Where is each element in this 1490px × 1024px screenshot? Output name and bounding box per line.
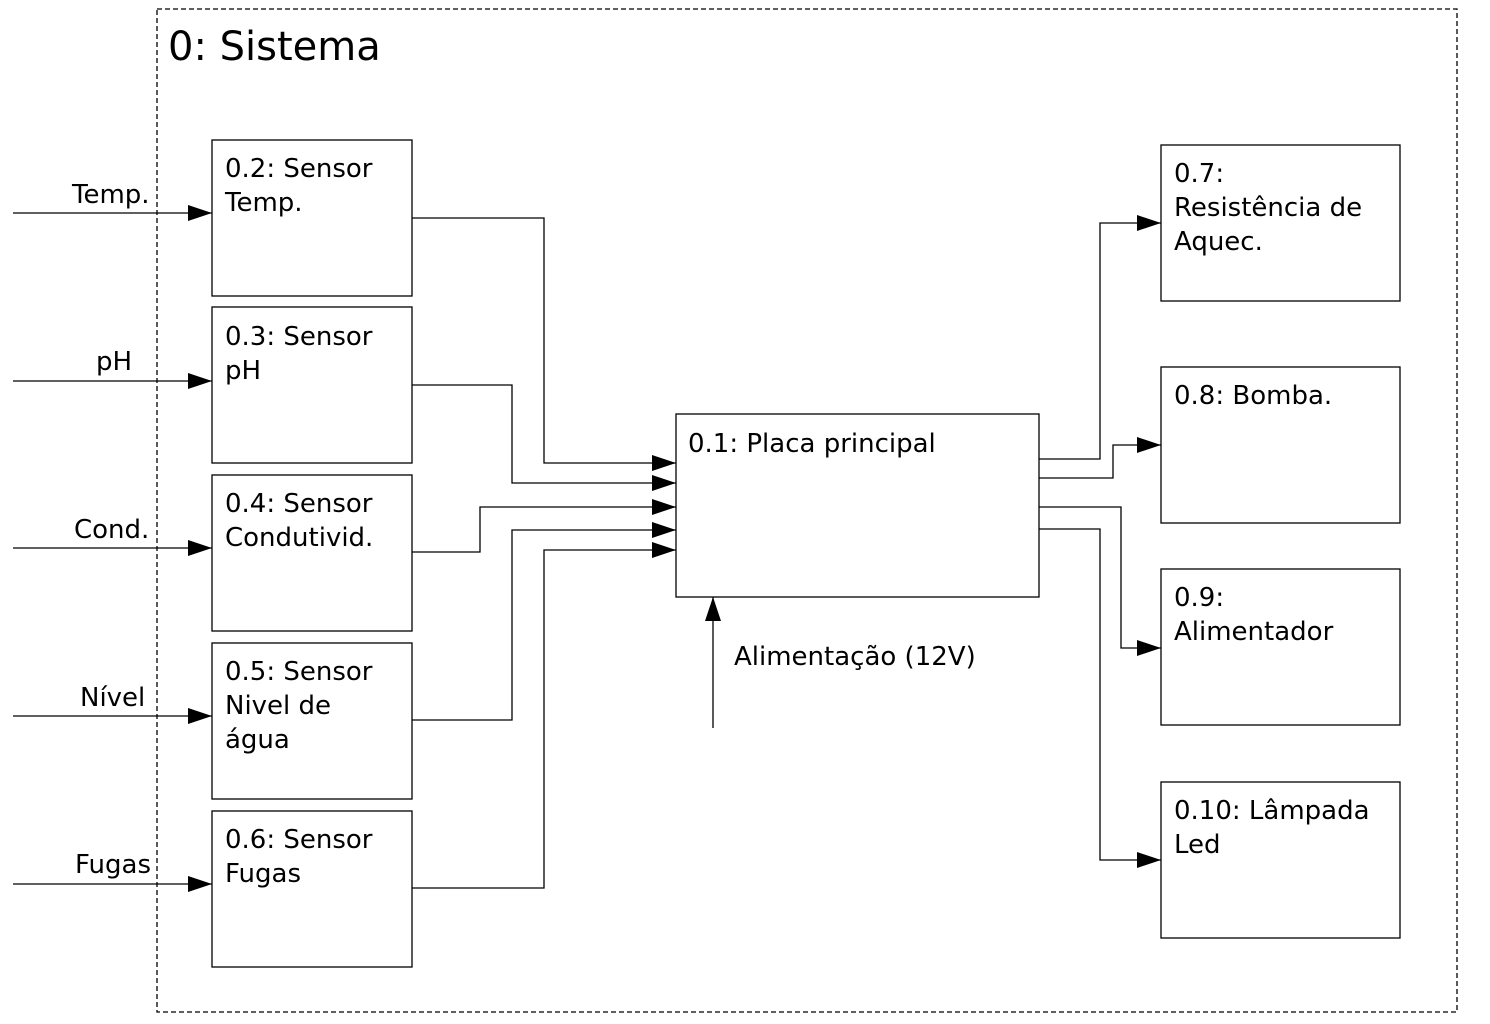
sensor-ph-line-2: pH <box>225 356 261 386</box>
svg-text:0.9: Alimentador: 0.9: Alimentador <box>1174 583 1334 647</box>
sensor-cond-line-2: Condutivid. <box>225 523 373 553</box>
link-ph-board <box>412 384 676 491</box>
svg-text:0.7: Resistência de: 0.7: Resistência de Aquec. <box>1174 159 1370 257</box>
output-pump-line-1: 0.8: Bomba. <box>1174 381 1332 411</box>
output-heater-line-1: 0.7: <box>1174 159 1224 189</box>
sensor-nivel-line-1: 0.5: Sensor <box>225 657 373 687</box>
link-temp-board <box>412 217 676 471</box>
sensor-nivel-box[interactable]: 0.5: Sensor Nivel de água <box>211 642 413 800</box>
svg-text:0.5: Sensor Nivel de: 0.5: Sensor Nivel de água <box>225 657 381 755</box>
main-board-line-1: 0.1: Placa principal <box>688 429 936 459</box>
link-board-heater <box>1039 215 1161 460</box>
power-label: Alimentação (12V) <box>734 642 976 672</box>
output-feeder-line-2: Alimentador <box>1174 617 1334 647</box>
main-board-box[interactable]: 0.1: Placa principal <box>675 413 1040 598</box>
system-boundary <box>156 8 1458 1013</box>
output-heater-line-2: Resistência de <box>1174 193 1362 223</box>
svg-text:0.1: Placa principal: 0.1: Placa principal <box>688 429 936 459</box>
input-label-temp: Temp. <box>71 180 150 210</box>
output-feeder-box[interactable]: 0.9: Alimentador <box>1160 568 1401 726</box>
sensor-nivel-line-2: Nivel de <box>225 691 331 721</box>
sensor-fugas-line-1: 0.6: Sensor <box>225 825 373 855</box>
svg-text:0.10: Lâmpada Led: 0.10: Lâmpada Led <box>1174 796 1378 860</box>
sensor-cond-line-1: 0.4: Sensor <box>225 489 373 519</box>
output-led-line-2: Led <box>1174 830 1221 860</box>
link-board-feeder <box>1039 506 1161 656</box>
link-board-led <box>1039 528 1161 868</box>
output-pump-box[interactable]: 0.8: Bomba. <box>1160 366 1401 524</box>
svg-text:0.4: Sensor Condutivid.: 0.4: Sensor Condutivid. <box>225 489 381 553</box>
svg-text:0.2: Sensor Temp.: 0.2: Sensor Temp. <box>224 154 381 218</box>
connector-layer <box>13 205 1161 892</box>
svg-text:0.6: Sensor Fugas: 0.6: Sensor Fugas <box>225 825 381 889</box>
sensor-cond-box[interactable]: 0.4: Sensor Condutivid. <box>211 474 413 632</box>
svg-text:0.3: Sensor pH: 0.3: Sensor pH <box>225 322 381 386</box>
sensor-ph-box[interactable]: 0.3: Sensor pH <box>211 306 413 464</box>
output-feeder-line-1: 0.9: <box>1174 583 1224 613</box>
link-cond-board <box>412 499 676 553</box>
sensor-fugas-line-2: Fugas <box>225 859 301 889</box>
svg-text:0.8: Bomba.: 0.8: Bomba. <box>1174 381 1332 411</box>
link-fugas-board <box>412 542 676 889</box>
sensor-temp-line-1: 0.2: Sensor <box>225 154 373 184</box>
input-label-cond: Cond. <box>74 515 149 545</box>
system-title: 0: Sistema <box>168 24 381 70</box>
link-board-pump <box>1039 437 1161 479</box>
input-label-ph: pH <box>96 347 132 377</box>
output-heater-box[interactable]: 0.7: Resistência de Aquec. <box>1160 144 1401 302</box>
output-led-line-1: 0.10: Lâmpada <box>1174 796 1370 826</box>
input-label-nivel: Nível <box>80 683 145 713</box>
sensor-temp-box[interactable]: 0.2: Sensor Temp. <box>211 139 413 297</box>
input-label-fugas: Fugas <box>75 850 151 880</box>
output-led-box[interactable]: 0.10: Lâmpada Led <box>1160 781 1401 939</box>
output-heater-line-3: Aquec. <box>1174 227 1263 257</box>
sensor-ph-line-1: 0.3: Sensor <box>225 322 373 352</box>
sensor-temp-line-2: Temp. <box>224 188 303 218</box>
sensor-fugas-box[interactable]: 0.6: Sensor Fugas <box>211 810 413 968</box>
sensor-nivel-line-3: água <box>225 725 290 755</box>
link-nivel-board <box>412 522 676 721</box>
